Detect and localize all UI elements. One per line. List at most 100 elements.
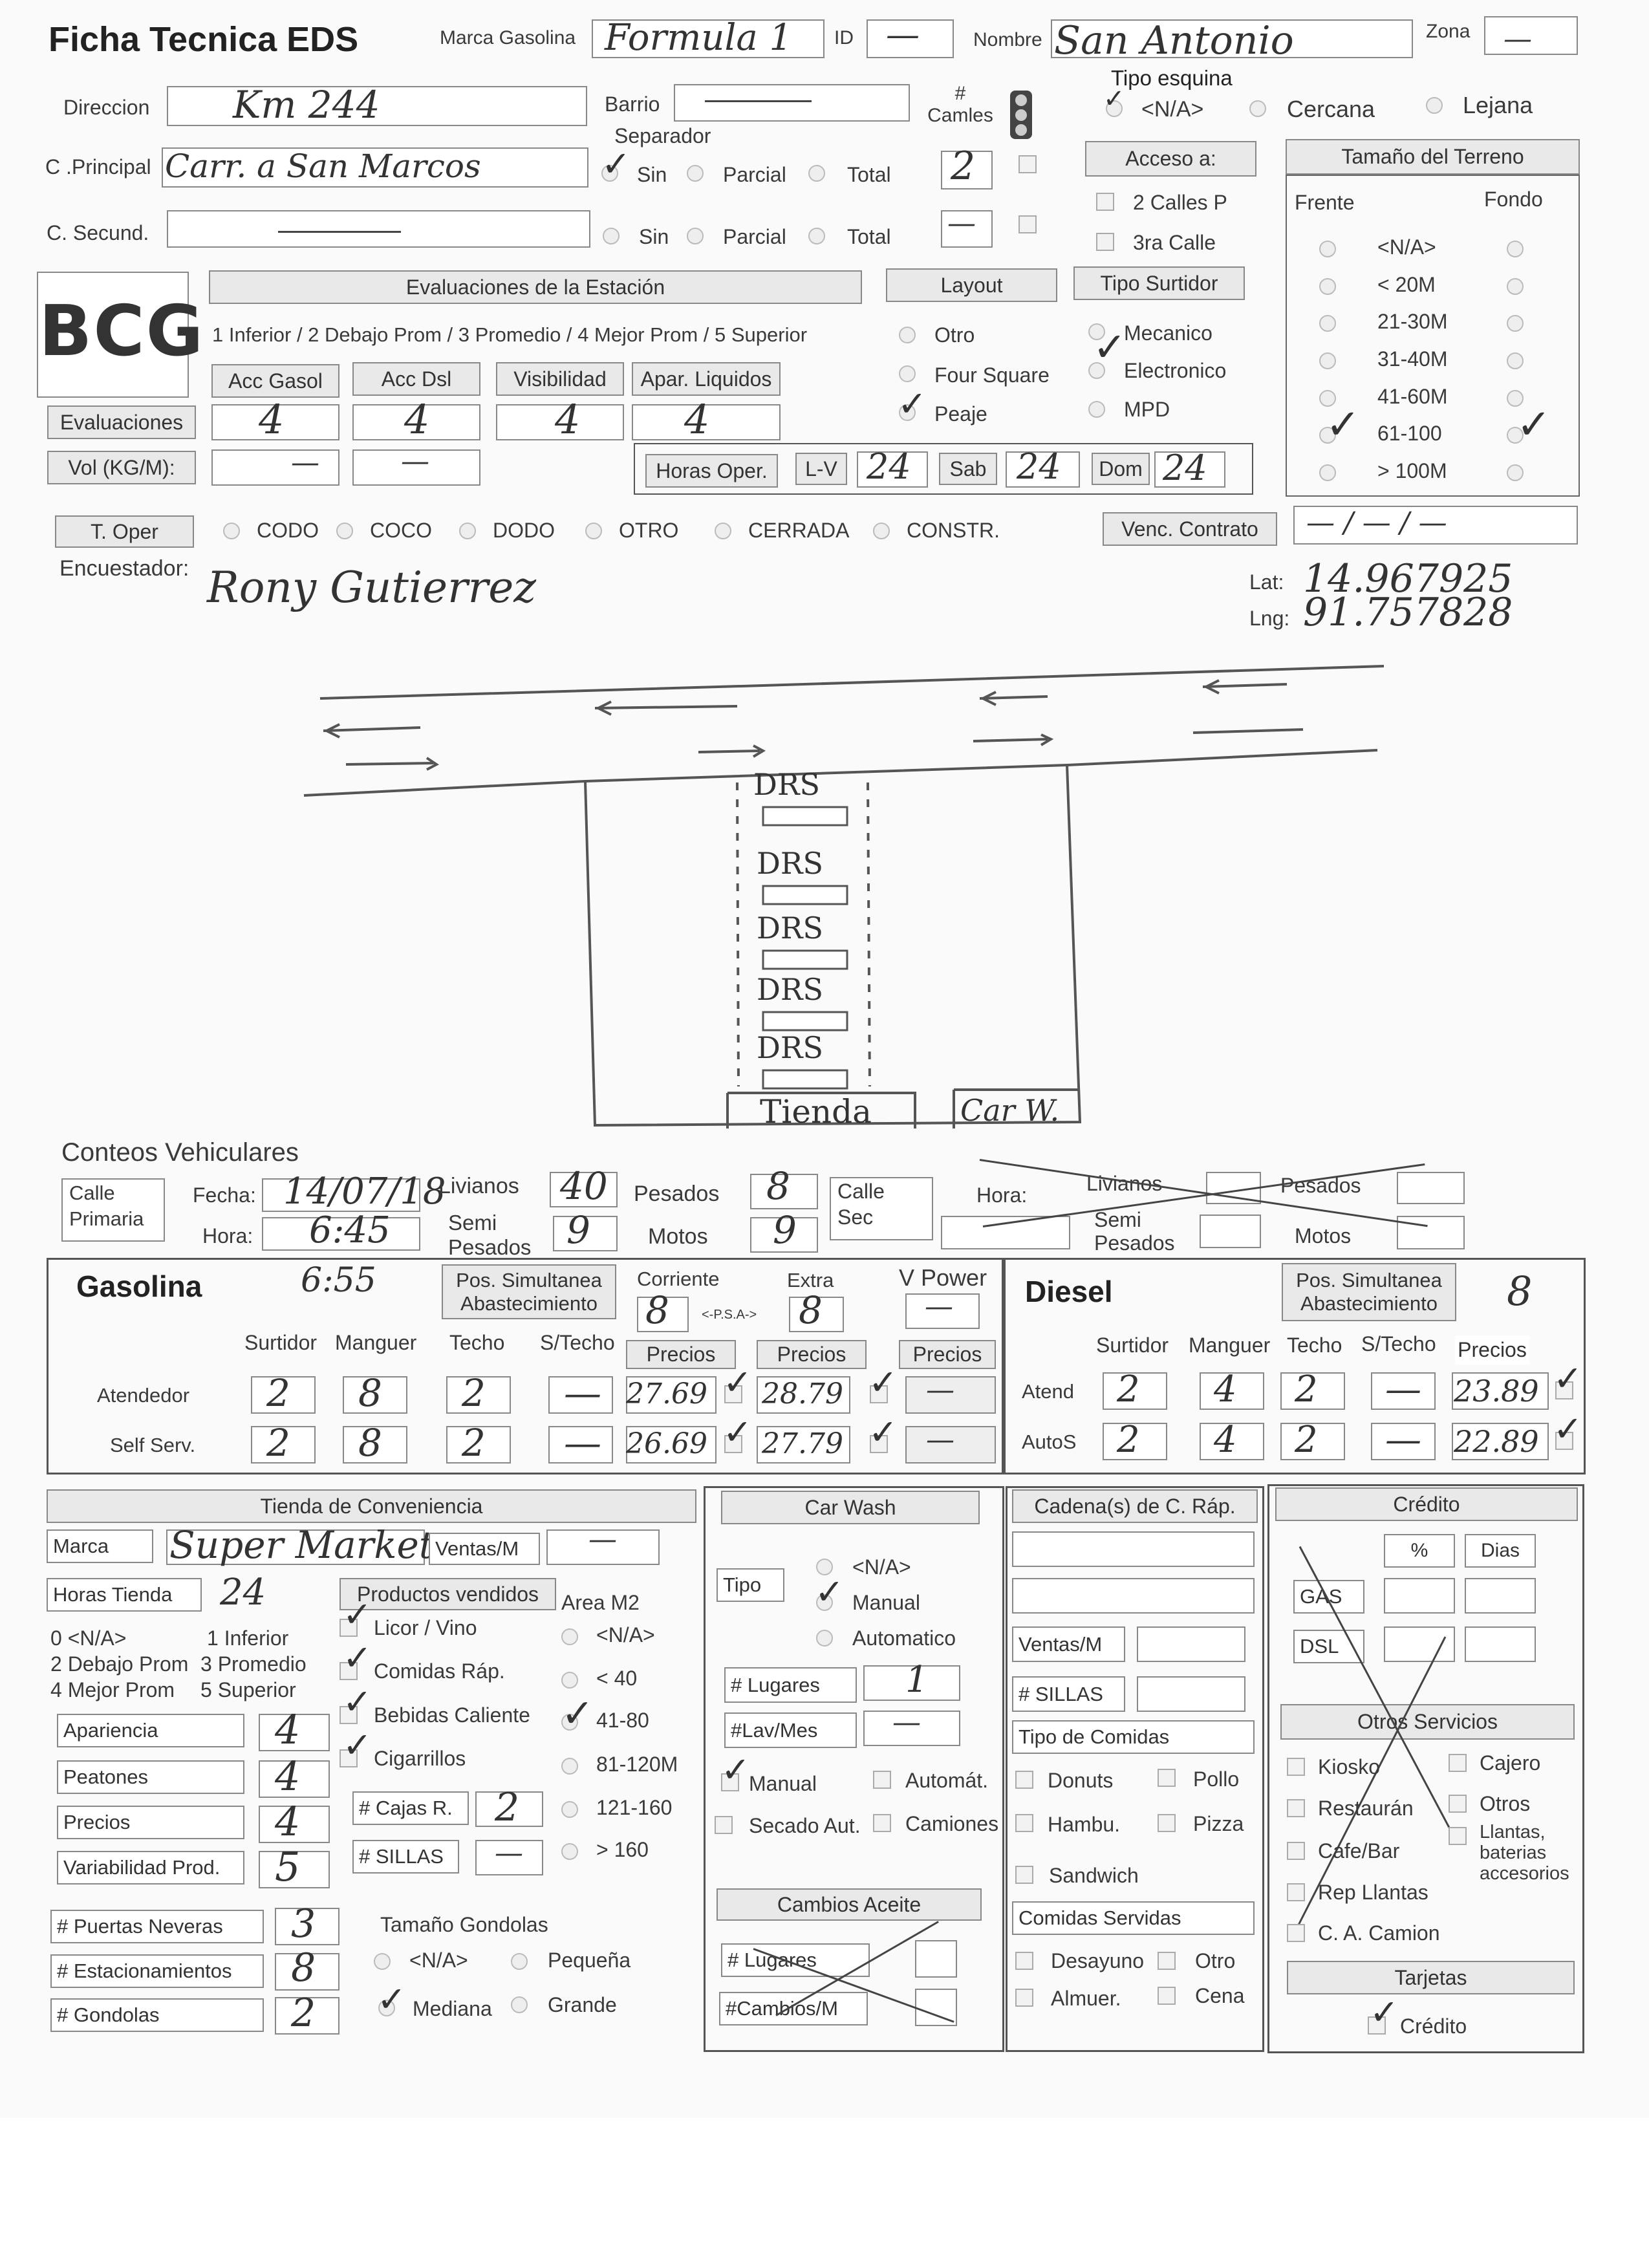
gondolas-field[interactable] [275,1997,339,2035]
cadena-hambu-check[interactable] [1015,1814,1033,1832]
cw-lugares-field[interactable] [863,1665,960,1701]
venc-contrato-field[interactable] [1293,506,1578,545]
carriles-principal-field[interactable] [941,151,993,189]
cprincipal-field[interactable] [162,147,588,188]
pesados-field[interactable] [750,1174,818,1209]
otros-check-4[interactable] [1287,1842,1305,1860]
terreno-fondo-radio-3[interactable] [1507,352,1524,369]
area-radio-0[interactable] [561,1628,578,1645]
tam-na-radio[interactable] [374,1953,391,1970]
terreno-fondo-radio-5[interactable] [1507,427,1524,444]
layout-foursquare-radio[interactable] [899,365,916,382]
sep-secund-parcial-radio[interactable] [687,228,704,244]
tam-grande-radio[interactable] [511,1996,528,2013]
otros-check-1[interactable] [1449,1754,1467,1772]
esquina-lejana-radio[interactable] [1426,97,1443,114]
gas-p1-field-0[interactable] [626,1376,717,1414]
vol-gasol-field[interactable] [211,449,339,486]
surtidor-mecanico-radio[interactable] [1088,323,1105,340]
cw-camiones-check[interactable] [873,1814,891,1832]
area-radio-5[interactable] [561,1843,578,1860]
producto-check-2[interactable] [339,1706,358,1724]
carriles-principal-check[interactable] [1018,155,1037,173]
eval-acc-dsl-field[interactable] [352,404,480,440]
terreno-frente-radio-5[interactable] [1319,427,1336,444]
terreno-frente-radio-6[interactable] [1319,464,1336,481]
dsl-surtidor-field-0[interactable] [1103,1372,1167,1410]
carriles-secund-field[interactable] [941,210,993,248]
tam-pequena-radio[interactable] [511,1953,528,1970]
terreno-fondo-radio-0[interactable] [1507,241,1524,257]
esquina-na-radio[interactable] [1106,100,1123,117]
cw-automat-check[interactable] [873,1771,891,1789]
direccion-field[interactable] [167,86,587,126]
barrio-field[interactable] [674,84,910,122]
gas-p1-check-0[interactable] [724,1385,742,1403]
area-radio-3[interactable] [561,1758,578,1775]
cadena-donuts-check[interactable] [1015,1771,1033,1789]
gas-surtidor-field-0[interactable] [251,1376,316,1414]
area-radio-2[interactable] [561,1714,578,1731]
cw-manual-check[interactable] [721,1773,739,1791]
cw-tipo-na-radio[interactable] [816,1559,833,1575]
gas-techo-field-1[interactable] [446,1426,511,1463]
toper-radio-4[interactable] [715,523,731,539]
terreno-frente-radio-2[interactable] [1319,315,1336,332]
acceso-3ra-check[interactable] [1096,233,1114,251]
aceite-lugares-field[interactable] [915,1940,957,1978]
toper-radio-1[interactable] [336,523,353,539]
rating-field-1[interactable] [259,1760,330,1798]
otros-check-7[interactable] [1287,1924,1305,1942]
cadena-sillas-field[interactable] [1137,1676,1245,1712]
terreno-fondo-radio-1[interactable] [1507,278,1524,295]
puertas-field[interactable] [275,1908,339,1945]
credito-dsl-pct[interactable] [1384,1626,1455,1662]
acceso-2calles-check[interactable] [1096,193,1114,211]
gas-p2-field-0[interactable] [757,1376,850,1414]
producto-check-0[interactable] [339,1619,358,1637]
otros-check-2[interactable] [1287,1799,1305,1817]
tarjetas-credito-check[interactable] [1368,2016,1386,2035]
otros-check-0[interactable] [1287,1758,1305,1776]
fecha-field[interactable] [262,1178,420,1212]
eval-acc-gasol-field[interactable] [211,404,339,440]
producto-check-1[interactable] [339,1662,358,1680]
cadena-cena-check[interactable] [1158,1987,1176,2005]
gas-manguer-field-1[interactable] [343,1426,407,1463]
gas-techo-field-0[interactable] [446,1376,511,1414]
corriente-field[interactable] [637,1297,689,1332]
dsl-techo-field-0[interactable] [1280,1372,1345,1410]
sep-secund-total-radio[interactable] [808,228,825,244]
terreno-frente-radio-4[interactable] [1319,390,1336,407]
carriles-secund-check[interactable] [1018,215,1037,233]
cadena-sandwich-check[interactable] [1015,1866,1033,1884]
gas-surtidor-field-1[interactable] [251,1426,316,1463]
terreno-frente-radio-1[interactable] [1319,278,1336,295]
area-radio-4[interactable] [561,1801,578,1818]
horas-sab-field[interactable] [1006,451,1080,488]
cw-lavmes-field[interactable] [863,1711,960,1746]
toper-radio-5[interactable] [873,523,890,539]
cadena-field-2[interactable] [1012,1578,1255,1614]
area-radio-1[interactable] [561,1672,578,1689]
tam-mediana-radio[interactable] [378,2000,395,2016]
gas-manguer-field-0[interactable] [343,1376,407,1414]
csecund-field[interactable] [167,210,590,248]
marca-field[interactable] [592,19,824,58]
terreno-fondo-radio-6[interactable] [1507,464,1524,481]
vpower-field[interactable] [905,1293,980,1329]
zona-field[interactable] [1484,16,1578,55]
layout-peaje-radio[interactable] [899,404,916,421]
gas-p3-field-1[interactable] [905,1426,996,1463]
dsl-precio-field-1[interactable] [1452,1423,1549,1460]
credito-dsl-dias[interactable] [1465,1626,1536,1662]
sep-principal-parcial-radio[interactable] [687,165,704,182]
sep-principal-total-radio[interactable] [808,165,825,182]
gas-p3-field-0[interactable] [905,1376,996,1414]
id-field[interactable] [867,19,954,58]
extra-field[interactable] [789,1297,844,1332]
dsl-techo-field-1[interactable] [1280,1423,1345,1460]
rating-field-2[interactable] [259,1806,330,1843]
gas-stecho-field-0[interactable] [548,1376,613,1414]
dsl-stecho-field-0[interactable] [1371,1372,1436,1410]
